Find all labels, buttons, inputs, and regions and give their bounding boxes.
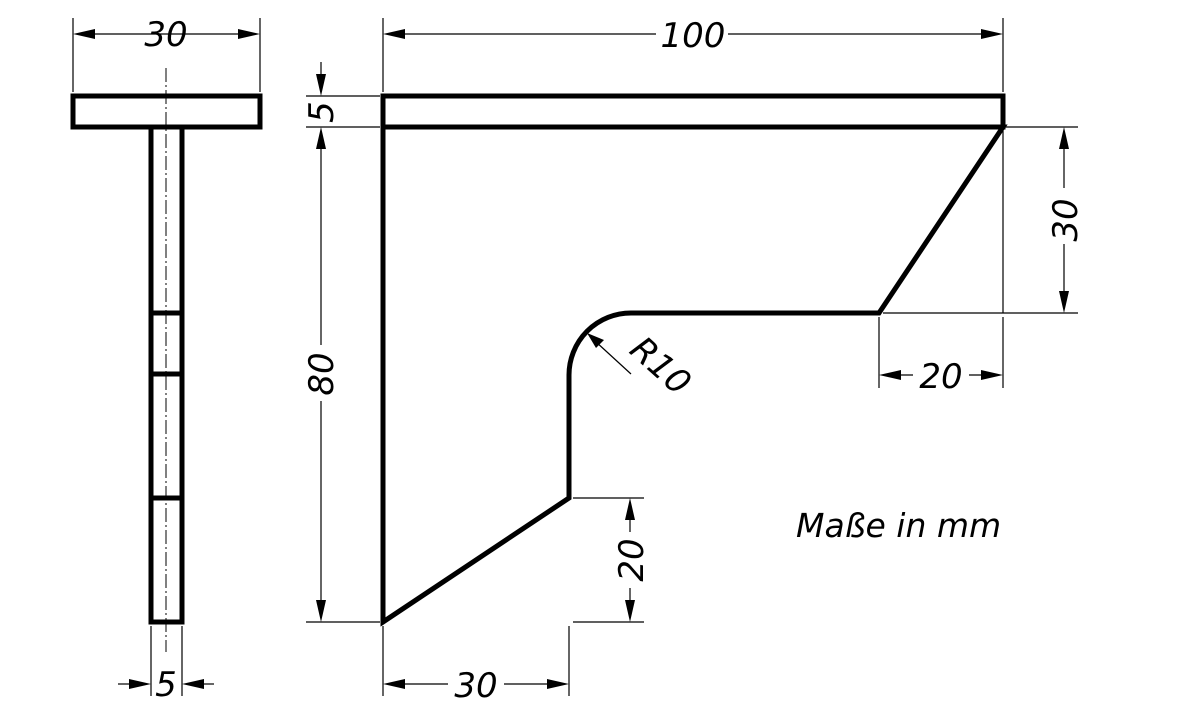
side-view: 30 5 [70,15,263,705]
dim-plate-thickness-label: 5 [302,101,342,123]
dim-side-width-label: 30 [144,15,187,55]
dim-radius: R10 [587,329,698,403]
dim-bottom-width-label: 30 [454,666,497,706]
dim-plate-thickness: 5 [302,62,380,128]
units-note: Maße in mm [796,506,1002,545]
dim-total-height: 80 [302,127,380,623]
dim-bottom-width: 30 [382,626,570,706]
dim-total-width-label: 100 [661,16,726,56]
dim-chamfer-bottom-height-label: 20 [612,538,652,581]
dim-chamfer-bottom-height: 20 [573,497,652,623]
dim-total-height-label: 80 [302,352,342,395]
front-view: 100 5 80 30 [302,16,1086,706]
dim-chamfer-top-width: 20 [878,317,1004,397]
dim-chamfer-top-width-label: 20 [919,357,962,397]
dim-chamfer-top-height-label: 30 [1046,198,1086,241]
dim-chamfer-top-height: 30 [883,126,1086,314]
front-view-top-plate [380,93,1006,130]
front-view-bracket-outline [380,124,1008,627]
dim-total-width: 100 [382,16,1004,92]
dim-radius-label: R10 [622,329,698,403]
dim-side-thickness: 5 [118,626,214,705]
dim-side-width: 30 [72,15,261,92]
dim-side-thickness-label: 5 [155,665,177,705]
